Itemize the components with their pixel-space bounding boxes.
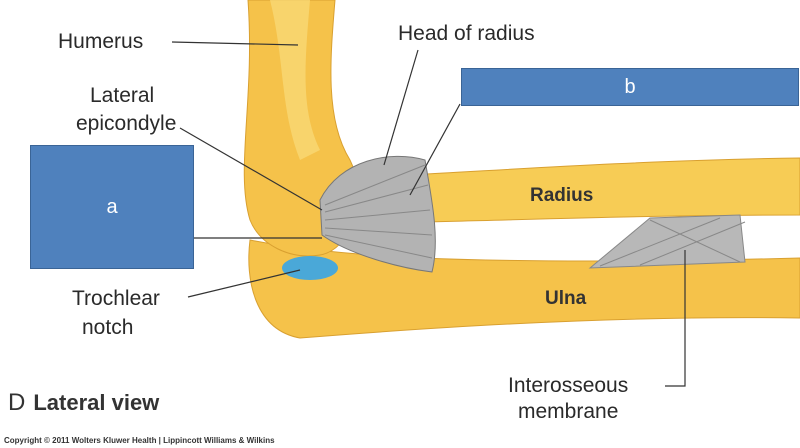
copyright: Copyright © 2011 Wolters Kluwer Health |… (4, 436, 275, 445)
label-head-of-radius: Head of radius (398, 22, 535, 45)
radius-bone (409, 157, 800, 223)
label-ulna: Ulna (545, 288, 587, 309)
label-lateral-epicondyle-line1: Lateral (90, 84, 155, 107)
interosseous-membrane (588, 214, 746, 269)
caption-letter: D (8, 389, 26, 416)
label-interosseous-line2: membrane (518, 400, 619, 423)
caption: D Lateral view (8, 389, 159, 417)
trochlear-cartilage (282, 256, 338, 280)
label-lateral-epicondyle-line2: epicondyle (76, 112, 177, 135)
label-trochlear-notch-line1: Trochlear (72, 287, 160, 310)
answer-box-a: a (30, 145, 194, 269)
label-interosseous-line1: Interosseous (508, 374, 629, 397)
label-trochlear-notch-line2: notch (82, 316, 134, 339)
answer-box-b: b (461, 68, 799, 106)
lateral-ligament (319, 155, 436, 273)
caption-title: Lateral view (33, 390, 160, 415)
label-radius: Radius (530, 185, 594, 206)
label-humerus: Humerus (58, 30, 144, 53)
